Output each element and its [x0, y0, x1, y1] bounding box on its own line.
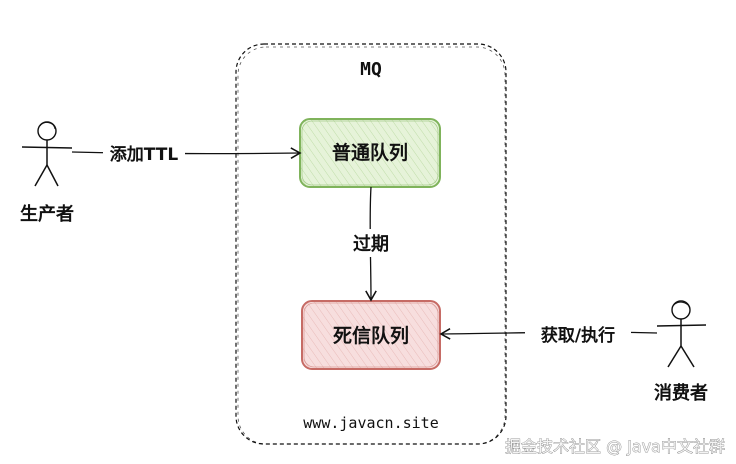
dead-letter-queue-hatch: [302, 301, 440, 369]
site-label: www.javacn.site: [303, 414, 438, 432]
producer-actor: 生产者: [20, 121, 74, 225]
mq-container-border-shadow: [237, 46, 506, 445]
normal-queue-label: 普通队列: [332, 141, 408, 164]
producer-left-leg: [34, 164, 48, 187]
normal-queue-border-sketch: [301, 120, 439, 186]
edge-label-bg-expire: [342, 229, 400, 257]
edge-label-fetch-execute: 获取/执行: [541, 325, 615, 346]
normal-queue-node: 普通队列: [299, 118, 441, 188]
edge-consumer-to-dead: 获取/执行: [439, 320, 658, 348]
dead-letter-queue-node: 死信队列: [301, 300, 441, 370]
dead-letter-queue-border-sketch: [303, 302, 439, 368]
producer-right-leg: [46, 164, 59, 187]
consumer-label: 消费者: [654, 382, 708, 404]
mq-container: MQ www.javacn.site: [235, 43, 507, 445]
normal-queue-hatch: [300, 119, 440, 187]
edge-label-bg-add-ttl: [103, 142, 185, 166]
watermark-text: 掘金技术社区 @ Java中文社群: [505, 437, 725, 456]
mq-title: MQ: [360, 59, 382, 80]
edge-label-expire: 过期: [353, 233, 389, 255]
edge-label-add-ttl: 添加TTL: [110, 144, 179, 165]
consumer-left-leg: [667, 345, 682, 368]
consumer-right-leg: [680, 345, 695, 368]
consumer-arms: [656, 324, 707, 327]
producer-arms: [21, 146, 73, 149]
arrow-add-ttl: [71, 147, 302, 159]
consumer-hair: [672, 301, 691, 310]
mq-container-border: [235, 43, 507, 445]
producer-hair: [39, 121, 56, 130]
producer-label: 生产者: [20, 203, 74, 225]
edge-producer-to-normal: 添加TTL: [71, 142, 302, 166]
dead-letter-queue-label: 死信队列: [333, 324, 409, 347]
edge-normal-to-dead: 过期: [342, 186, 400, 302]
consumer-actor: 消费者: [654, 300, 708, 404]
edge-label-bg-fetch-execute: [525, 320, 631, 348]
